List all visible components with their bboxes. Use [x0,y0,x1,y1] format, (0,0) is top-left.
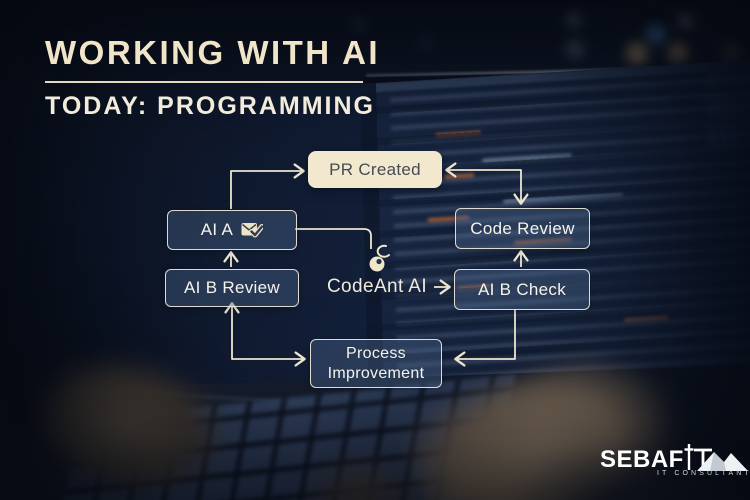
node-process-improvement: Process Improvement [310,339,442,388]
node-ai-a: AI A [167,210,297,250]
brand-tagline: IT CONSULTANT [657,470,750,477]
edge-processimprovement-aibreview [224,302,306,367]
edge-aia-to-prcreated [230,163,305,209]
mountain-icon [697,452,748,471]
node-label: PR Created [329,159,421,179]
node-label: AI A [200,220,234,239]
node-label: Process Improvement [327,344,425,382]
node-ai-b-check: AI B Check [454,269,590,310]
node-label: AI B Review [184,278,280,297]
mail-check-icon [241,222,264,237]
codeant-ai-label: CodeAnt AI [326,276,428,297]
page-title: WORKING WITH AI [45,34,381,71]
edge-aia-to-codeant [295,228,372,249]
cross-antenna-icon [684,444,694,470]
sebaf-logo-mark: SEBAF [600,444,748,473]
title-underline [45,81,363,83]
edge-aibcheck-to-processimprovement [454,309,516,367]
brand-logo: SEBAF IT CONSULTANT [600,440,750,487]
node-label: AI B Check [477,279,567,299]
brand-name-text: SEBAF [600,446,684,473]
page-subtitle: TODAY: PROGRAMMING [45,92,375,120]
node-pr-created: PR Created [308,151,442,188]
edge-prcreated-codereview [445,162,529,205]
node-ai-b-review: AI B Review [165,269,299,307]
codeant-ant-icon [369,244,390,272]
header: WORKING WITH AI TODAY: PROGRAMMING [45,34,380,121]
node-code-review: Code Review [455,208,590,249]
node-label: Code Review [470,218,575,238]
